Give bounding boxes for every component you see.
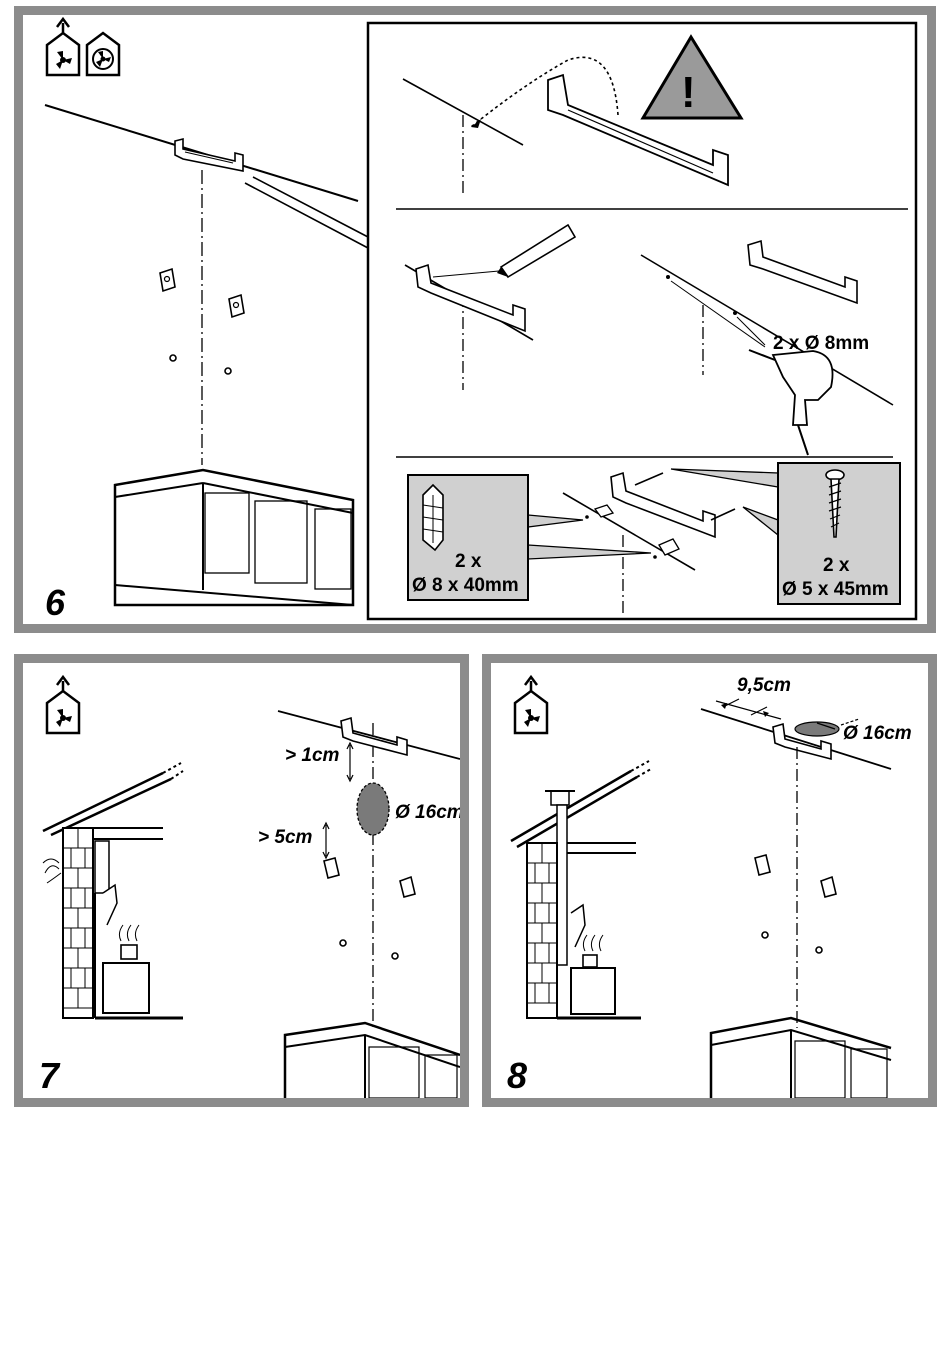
- screw-size-label: Ø 5 x 45mm: [782, 579, 889, 600]
- screw-qty-label: 2 x: [823, 555, 850, 576]
- ducted-extraction-icon: [47, 677, 79, 733]
- wall-hook-left: [160, 269, 175, 291]
- screw-hole: [170, 355, 176, 361]
- step-number: 6: [45, 582, 66, 623]
- house-cross-section: [511, 761, 651, 1018]
- ducted-extraction-icon: [47, 19, 79, 75]
- wall-scene: [278, 711, 460, 1098]
- wall-plug-icon: [423, 485, 443, 550]
- gap-top-label: > 1cm: [285, 745, 340, 766]
- wall-hook-right: [229, 295, 244, 317]
- screw-hole: [225, 368, 231, 374]
- plug-qty-label: 2 x: [455, 551, 482, 572]
- step-number: 7: [39, 1055, 61, 1096]
- house-cross-section: [43, 763, 183, 1018]
- step-6-panel: 6 !: [14, 6, 936, 633]
- wall-scene: [701, 699, 891, 1098]
- step-8-panel: 9,5cm Ø 16cm 8: [482, 654, 937, 1107]
- drill-size-label: 2 x Ø 8mm: [773, 333, 869, 354]
- step-6-illustration: 6 !: [23, 15, 927, 624]
- duct-diameter-label: Ø 16cm: [395, 802, 460, 823]
- duct-diameter-label: Ø 16cm: [843, 723, 912, 744]
- offset-label: 9,5cm: [737, 675, 791, 696]
- step-7-panel: > 1cm Ø 16cm > 5cm 7: [14, 654, 469, 1107]
- duct-hole: [357, 783, 389, 835]
- duct-hole: [795, 722, 839, 736]
- step-number: 8: [507, 1055, 527, 1096]
- recirculation-icon: [87, 33, 119, 75]
- step-7-illustration: > 1cm Ø 16cm > 5cm 7: [23, 663, 460, 1098]
- warning-mark: !: [681, 68, 696, 117]
- wall-cabinet: [115, 470, 353, 605]
- mounting-bracket: [175, 139, 243, 171]
- ducted-extraction-icon: [515, 677, 547, 733]
- gap-bottom-label: > 5cm: [258, 827, 313, 848]
- wall-scene: [45, 105, 368, 605]
- step-8-illustration: 9,5cm Ø 16cm 8: [491, 663, 928, 1098]
- plug-size-label: Ø 8 x 40mm: [412, 575, 519, 596]
